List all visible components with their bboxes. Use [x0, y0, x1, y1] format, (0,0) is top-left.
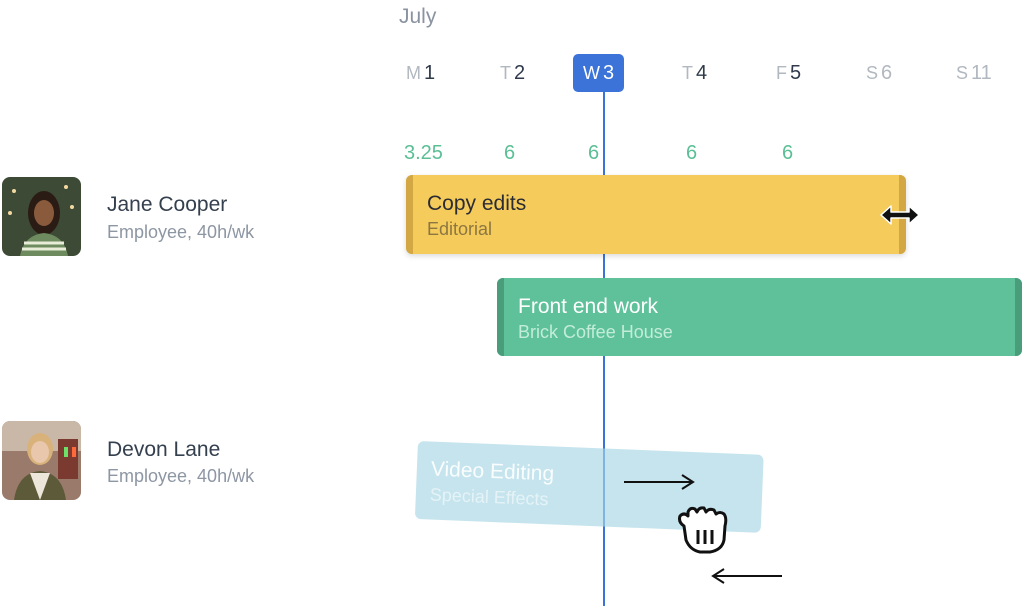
resize-handle-right[interactable]	[1015, 278, 1022, 356]
day-letter: W	[583, 62, 600, 83]
day-header-sat[interactable]: S 6	[866, 62, 892, 90]
grab-hand-icon	[678, 506, 728, 554]
task-title: Front end work	[518, 295, 659, 318]
task-title: Video Editing	[430, 457, 555, 486]
month-label: July	[399, 5, 437, 28]
task-bar-copy-edits[interactable]: Copy edits Editorial	[406, 175, 906, 254]
task-bar-front-end-work[interactable]: Front end work Brick Coffee House	[497, 278, 1022, 356]
day-number: 4	[696, 62, 708, 84]
person-role: Employee, 40h/wk	[107, 466, 255, 486]
day-letter: T	[682, 63, 693, 83]
avatar-devon-lane[interactable]	[2, 421, 81, 500]
person-name: Devon Lane	[107, 438, 221, 461]
hours-mon: 3.25	[404, 142, 443, 164]
resize-horizontal-icon	[880, 205, 920, 225]
day-letter: S	[956, 63, 969, 83]
task-subtitle: Editorial	[427, 219, 493, 239]
day-header-wed-today[interactable]: W 3	[573, 54, 625, 92]
hours-fri: 6	[782, 142, 794, 164]
resize-handle-left[interactable]	[497, 278, 504, 356]
day-letter: F	[776, 63, 787, 83]
arrow-left-icon	[711, 568, 782, 584]
person-role: Employee, 40h/wk	[107, 222, 255, 242]
day-number: 2	[514, 62, 526, 84]
day-number: 5	[790, 62, 802, 84]
day-letter: T	[500, 63, 511, 83]
day-number: 6	[881, 62, 893, 84]
day-letter: M	[406, 63, 421, 83]
resize-handle-left[interactable]	[406, 175, 413, 254]
arrow-right-icon	[624, 474, 695, 490]
day-header-mon[interactable]: M 1	[406, 62, 435, 90]
task-subtitle: Brick Coffee House	[518, 322, 673, 342]
day-header-sun[interactable]: S 11	[956, 62, 992, 90]
day-header-tue[interactable]: T 2	[500, 62, 525, 90]
day-number: 11	[971, 62, 992, 84]
day-header-thu[interactable]: T 4	[682, 62, 707, 90]
avatar-jane-cooper[interactable]	[2, 177, 81, 256]
person-name: Jane Cooper	[107, 193, 228, 216]
hours-wed: 6	[588, 142, 600, 164]
task-title: Copy edits	[427, 192, 527, 215]
day-header-fri[interactable]: F 5	[776, 62, 801, 90]
day-letter: S	[866, 63, 879, 83]
task-subtitle: Special Effects	[429, 484, 549, 510]
hours-thu: 6	[686, 142, 698, 164]
day-number: 1	[424, 62, 436, 84]
hours-tue: 6	[504, 142, 516, 164]
day-number: 3	[603, 61, 615, 84]
